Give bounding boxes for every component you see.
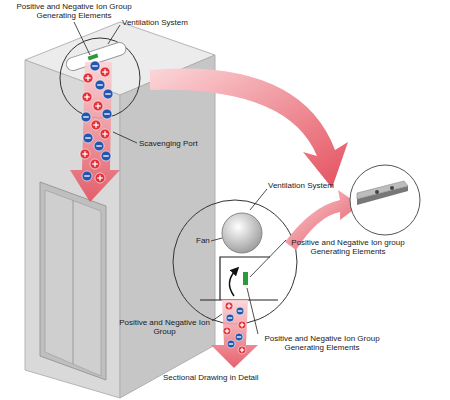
ion-sign	[92, 65, 98, 66]
ion-sign	[241, 323, 242, 327]
ion-sign	[104, 131, 105, 137]
ion-sign	[103, 155, 109, 156]
ion-sign	[105, 93, 111, 94]
negative-ion	[235, 333, 243, 341]
ion-sign	[84, 151, 85, 157]
negative-ion	[83, 133, 93, 143]
curved-arrow	[150, 69, 348, 188]
ion-sign	[229, 343, 233, 344]
ion-sign	[104, 113, 110, 114]
positive-ion	[91, 120, 101, 130]
positive-ion	[225, 302, 233, 310]
ion-sign	[226, 329, 227, 333]
ion-flow-arrow	[70, 62, 120, 202]
positive-ion	[238, 346, 246, 354]
ion-sign	[95, 122, 96, 128]
ion-group	[80, 61, 246, 354]
positive-ion	[95, 173, 105, 183]
positive-ion	[80, 149, 90, 159]
callout-label: Ventilation System	[122, 18, 188, 27]
negative-ion	[101, 151, 111, 161]
ion-sign	[96, 145, 102, 146]
callout-label: Sectional Drawing in Detail	[163, 373, 259, 382]
positive-ion	[83, 73, 93, 83]
ion-sign	[99, 175, 100, 181]
positive-ion	[100, 129, 110, 139]
callout-label: Fan	[196, 236, 210, 245]
generating-element	[243, 272, 248, 285]
leader-lines	[74, 22, 286, 334]
positive-ion	[93, 101, 103, 111]
ventilation-tube	[65, 41, 128, 73]
negative-ion	[102, 109, 112, 119]
negative-ion	[236, 307, 244, 315]
positive-ion	[223, 327, 231, 335]
ion-sign	[86, 94, 87, 100]
positive-ion	[100, 67, 110, 77]
positive-ion	[238, 321, 246, 329]
element-plate	[357, 181, 408, 205]
airflow-arrow	[229, 270, 236, 296]
negative-ion	[226, 314, 234, 322]
negative-ion	[94, 141, 104, 151]
ion-sign	[241, 348, 242, 352]
negative-ion	[103, 89, 113, 99]
negative-ion	[227, 340, 235, 348]
ion-sign	[228, 304, 229, 308]
callout-label: Scavenging Port	[139, 139, 198, 148]
ion-sign	[97, 84, 103, 85]
ion-sign	[83, 116, 89, 117]
negative-ion	[90, 61, 100, 71]
callout-label: Ventilation System	[268, 181, 334, 190]
ion-sign	[97, 103, 98, 109]
duct-outline	[200, 257, 278, 300]
ion-sign	[104, 69, 105, 75]
part-circle	[350, 165, 420, 235]
fan-symbol	[222, 213, 262, 253]
ion-sign	[238, 310, 242, 311]
callout-label: Positive and Negative Ion Group Generati…	[252, 334, 392, 352]
ion-sign	[87, 75, 88, 81]
ion-sign	[84, 175, 90, 176]
ion-flow-arrow	[211, 300, 258, 368]
ion-sign	[85, 137, 91, 138]
positive-ion	[82, 92, 92, 102]
negative-ion	[82, 171, 92, 181]
negative-ion	[95, 80, 105, 90]
callout-label: Positive and Negative Ion Group Generati…	[4, 2, 144, 20]
callout-label: Positive and Negative Ion group Generati…	[278, 238, 418, 256]
ion-sign	[94, 161, 95, 167]
negative-ion	[81, 112, 91, 122]
callout-label: Positive and Negative Ion Group	[117, 318, 212, 336]
positive-ion	[90, 159, 100, 169]
ion-sign	[228, 317, 232, 318]
ion-sign	[237, 336, 241, 337]
